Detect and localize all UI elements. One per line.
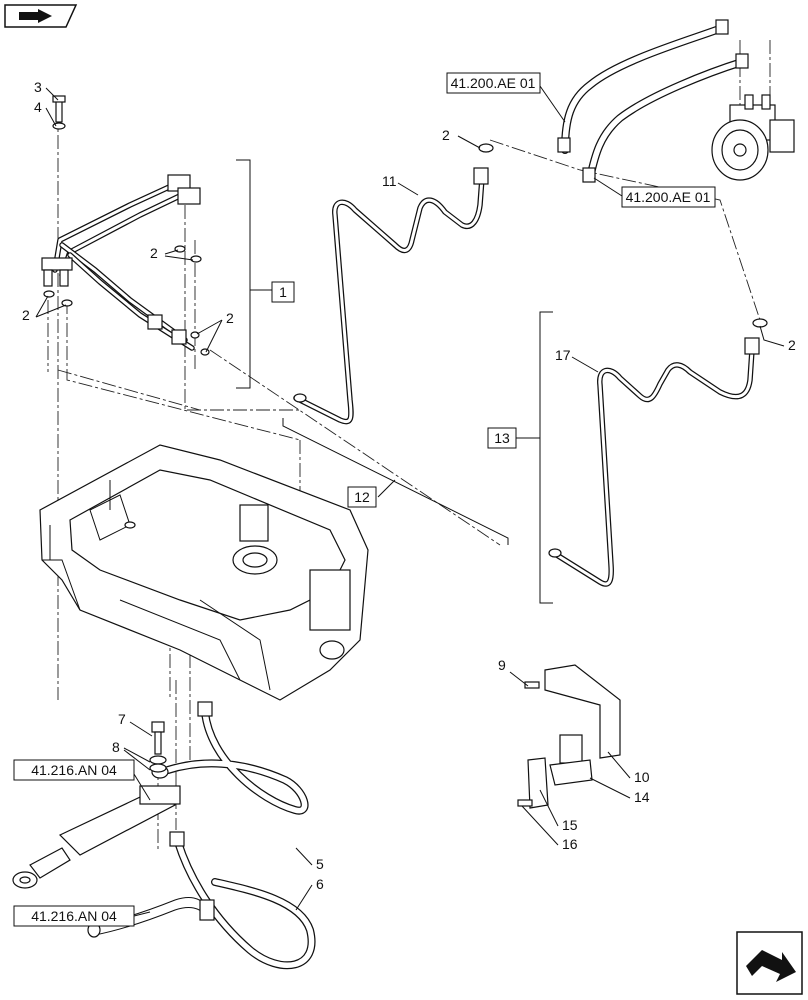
svg-text:13: 13 xyxy=(494,430,510,446)
bracket-assembly xyxy=(517,664,621,809)
callout-11[interactable]: 11 xyxy=(382,173,419,196)
svg-text:41.216.AN 04: 41.216.AN 04 xyxy=(31,908,117,924)
svg-text:1: 1 xyxy=(279,284,287,300)
pipe-11 xyxy=(293,143,494,425)
callout-2-d[interactable]: 2 xyxy=(196,310,234,353)
svg-text:3: 3 xyxy=(34,79,42,95)
svg-text:2: 2 xyxy=(788,337,796,353)
pipe-17 xyxy=(548,318,768,587)
group-brackets xyxy=(236,159,553,604)
callout-box-13[interactable]: 13 xyxy=(487,427,517,449)
svg-text:2: 2 xyxy=(22,307,30,323)
callout-5[interactable]: 5 xyxy=(295,847,324,872)
callout-9[interactable]: 9 xyxy=(498,657,529,687)
callout-17[interactable]: 17 xyxy=(555,347,599,373)
callout-3[interactable]: 3 xyxy=(34,79,59,101)
callout-8[interactable]: 8 xyxy=(112,739,151,771)
callout-7[interactable]: 7 xyxy=(118,711,153,737)
ref-box-bottom-lower[interactable]: 41.216.AN 04 xyxy=(13,905,151,927)
ref-box-top-left[interactable]: 41.200.AE 01 xyxy=(446,72,566,123)
callout-box-1[interactable]: 1 xyxy=(271,281,295,303)
nav-icon-top-left[interactable] xyxy=(4,4,78,28)
svg-text:2: 2 xyxy=(226,310,234,326)
hoses-5-6 xyxy=(164,701,316,970)
svg-text:17: 17 xyxy=(555,347,571,363)
svg-text:9: 9 xyxy=(498,657,506,673)
callout-2-a[interactable]: 2 xyxy=(442,127,481,149)
callout-2-e[interactable]: 2 xyxy=(759,325,796,353)
screw-and-washer-7-8 xyxy=(149,721,167,773)
callout-box-12[interactable]: 12 xyxy=(347,486,377,508)
steering-valve-assembly xyxy=(557,19,795,183)
svg-text:16: 16 xyxy=(562,836,578,852)
svg-text:2: 2 xyxy=(442,127,450,143)
svg-text:12: 12 xyxy=(354,489,370,505)
callout-6[interactable]: 6 xyxy=(295,876,324,911)
axle-housing xyxy=(39,444,369,701)
ref-box-bottom-upper[interactable]: 41.216.AN 04 xyxy=(13,759,151,801)
nav-icon-bottom-right[interactable] xyxy=(736,931,803,995)
svg-text:10: 10 xyxy=(634,769,650,785)
callout-4[interactable]: 4 xyxy=(34,99,57,127)
svg-text:4: 4 xyxy=(34,99,42,115)
steering-cylinder xyxy=(12,765,181,889)
ref-box-top-right[interactable]: 41.200.AE 01 xyxy=(593,177,716,208)
svg-text:11: 11 xyxy=(382,173,397,189)
svg-text:2: 2 xyxy=(150,245,158,261)
svg-text:41.200.AE 01: 41.200.AE 01 xyxy=(626,189,711,205)
callout-16[interactable]: 16 xyxy=(521,805,578,852)
callout-10[interactable]: 10 xyxy=(607,751,650,785)
callout-14[interactable]: 14 xyxy=(589,777,650,805)
callout-2-c[interactable]: 2 xyxy=(22,295,67,323)
navigation-arrow-icon xyxy=(19,9,52,23)
svg-text:6: 6 xyxy=(316,876,324,892)
callout-15[interactable]: 15 xyxy=(539,789,578,833)
svg-text:41.200.AE 01: 41.200.AE 01 xyxy=(451,75,536,91)
bolt-and-washer xyxy=(52,95,66,130)
svg-text:8: 8 xyxy=(112,739,120,755)
svg-text:7: 7 xyxy=(118,711,126,727)
svg-text:5: 5 xyxy=(316,856,324,872)
svg-text:14: 14 xyxy=(634,789,650,805)
callout-2-b[interactable]: 2 xyxy=(150,245,194,261)
svg-text:41.216.AN 04: 41.216.AN 04 xyxy=(31,762,117,778)
svg-text:15: 15 xyxy=(562,817,578,833)
navigation-arrow-icon xyxy=(746,950,796,982)
